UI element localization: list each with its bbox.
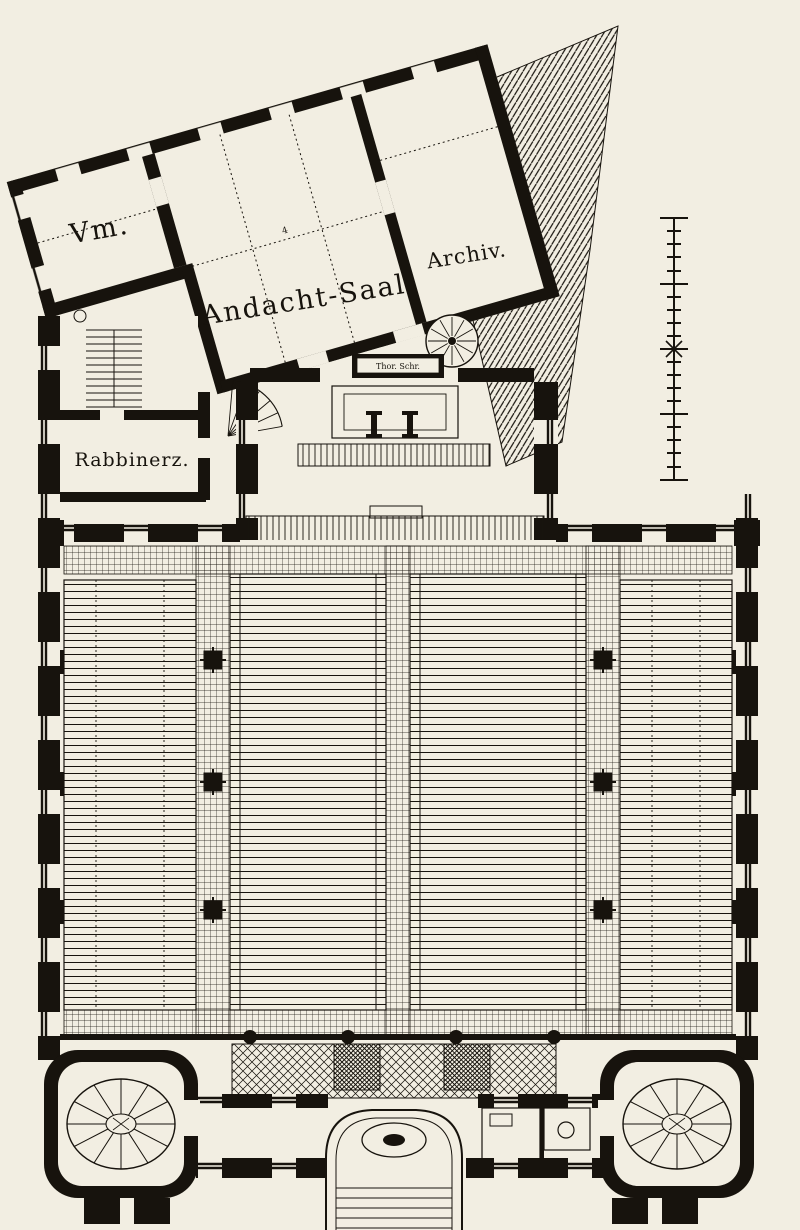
- entrance-steps: [336, 1187, 452, 1229]
- hall-top-wall-left: [60, 524, 240, 542]
- vestibule-column: [341, 1030, 355, 1044]
- entrance-portal: [196, 1109, 604, 1230]
- wing-step-wall: [180, 263, 229, 395]
- hall-left-wall: [38, 316, 60, 1060]
- hall-top-wall-right: [556, 524, 736, 542]
- plinth: [612, 1198, 648, 1224]
- vm-bottom-wall: [42, 264, 191, 319]
- vestibule-column: [449, 1030, 463, 1044]
- ceiling-dashed-lines: [37, 114, 498, 363]
- wing-left-wall: [6, 178, 59, 319]
- pew-block-right: [619, 579, 733, 1011]
- stair-room-left: [44, 1050, 200, 1224]
- rabbi-room-label: Rabbinerz.: [74, 449, 189, 471]
- wing-top-wall: [6, 44, 491, 195]
- plinth: [662, 1198, 698, 1224]
- pew-block-center-left: [229, 573, 387, 1011]
- hall-columns: [200, 647, 616, 923]
- fixture-round: [557, 1121, 575, 1139]
- pew-block-center-right: [409, 573, 587, 1011]
- pew-block-left: [63, 579, 197, 1011]
- rabbi-room-top-wall: [56, 410, 206, 420]
- vestibule-column: [243, 1030, 257, 1044]
- main-hall: [38, 316, 760, 1060]
- mosaic-floor-dense-left: [333, 1043, 381, 1091]
- ark-transition: Thor. Schr.: [236, 354, 558, 543]
- mosaic-floor: [231, 1043, 557, 1099]
- vestibule-wall-line: [60, 1034, 736, 1040]
- left-wing: Rabbinerz.: [56, 309, 210, 542]
- scale-bar: [660, 217, 688, 481]
- vestibule-inner-wall-left: [196, 1094, 328, 1108]
- vestibule-column: [547, 1030, 561, 1044]
- door-swing: [73, 309, 87, 323]
- hall-number-mark: 4: [281, 226, 290, 237]
- facade-wall-right: [466, 1158, 604, 1178]
- transition-left-wall: [236, 382, 258, 540]
- plinth: [134, 1198, 170, 1224]
- scale-bar-cross-mark: [665, 340, 683, 358]
- plinth: [84, 1198, 120, 1224]
- oval-staircase-right: [622, 1078, 732, 1170]
- torah-ark: Thor. Schr.: [352, 354, 444, 378]
- fixture: [489, 1113, 513, 1127]
- service-room-right: [543, 1107, 591, 1151]
- torah-ark-label: Thor. Schr.: [376, 362, 420, 371]
- ark-steps-upper: [297, 443, 491, 467]
- vestibule-inner-wall-right: [478, 1094, 604, 1108]
- angled-wing: Vm. Andacht-Saal Archiv. 4: [6, 44, 560, 395]
- bimah-column-right: [402, 411, 418, 438]
- vestibule: [60, 1030, 736, 1165]
- aisle-center: [385, 545, 411, 1037]
- service-room-left: [481, 1107, 541, 1165]
- bimah-column-left: [366, 411, 382, 438]
- bimah-platform: [331, 385, 459, 439]
- stair-room-right: [598, 1050, 754, 1224]
- wing-right-wall: [474, 44, 560, 300]
- transition-right-wall: [534, 382, 558, 540]
- dogleg-staircase: [86, 329, 142, 408]
- mosaic-floor-dense-right: [443, 1043, 491, 1091]
- ark-steps-lower: [245, 515, 545, 543]
- facade-wall-left: [196, 1158, 328, 1178]
- hall-right-wall: [736, 494, 758, 1060]
- rabbi-room-bottom-wall: [56, 492, 206, 502]
- oval-staircase-left: [66, 1078, 176, 1170]
